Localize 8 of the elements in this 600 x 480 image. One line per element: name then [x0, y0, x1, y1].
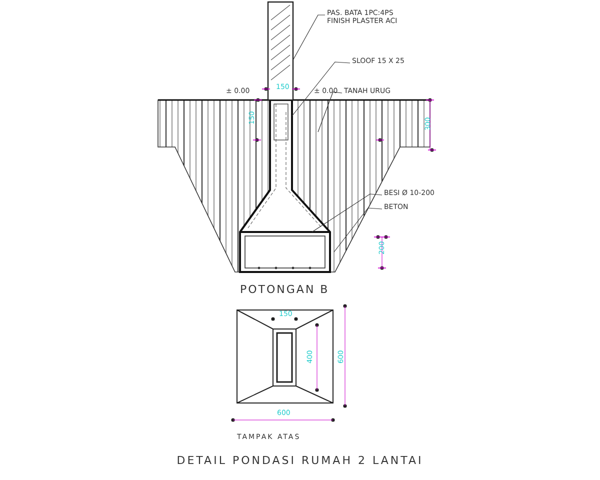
leader-line [292, 62, 350, 116]
leader-line [318, 92, 342, 132]
leader-line [292, 14, 326, 60]
diagram-title: DETAIL PONDASI RUMAH 2 LANTAI [176, 455, 424, 468]
leader-line [312, 194, 382, 232]
brick-wall [267, 1, 294, 101]
leader-line [334, 208, 382, 252]
view-title: POTONGAN B [240, 284, 330, 296]
